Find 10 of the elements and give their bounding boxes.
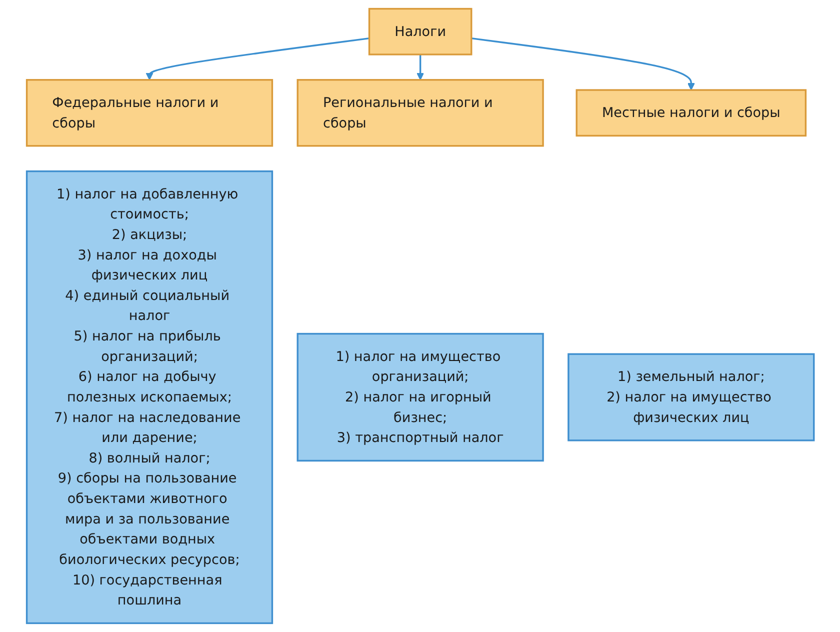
arrow	[470, 37, 695, 90]
node-box: Налоги	[368, 8, 472, 56]
node-box: 1) налог на имущество организаций; 2) налог на игорный бизнес; 3) транспортный налог	[296, 332, 544, 462]
arrow	[145, 37, 370, 80]
node-box: Федеральные налоги и сборы	[26, 79, 273, 147]
node-box: Региональные налоги и сборы	[296, 79, 544, 147]
node-box: 1) земельный налог; 2) налог на имущество физических лиц	[567, 353, 814, 442]
node-box: Местные налоги и сборы	[575, 89, 806, 137]
node-box: 1) налог на добавленную стоимость; 2) акцизы; 3) налог на доходы физических лиц 4) единый социальный налог 5) налог на прибыль организаций; 6) налог на добычу полезных ископаемых; 7) налог на наследование или дарение; 8) волный налог; 9) сборы на пользование объектами животного мира и за пользование объектами водных биологических ресурсов; 10) государственная пошлина	[26, 170, 273, 624]
arrow	[416, 54, 424, 80]
